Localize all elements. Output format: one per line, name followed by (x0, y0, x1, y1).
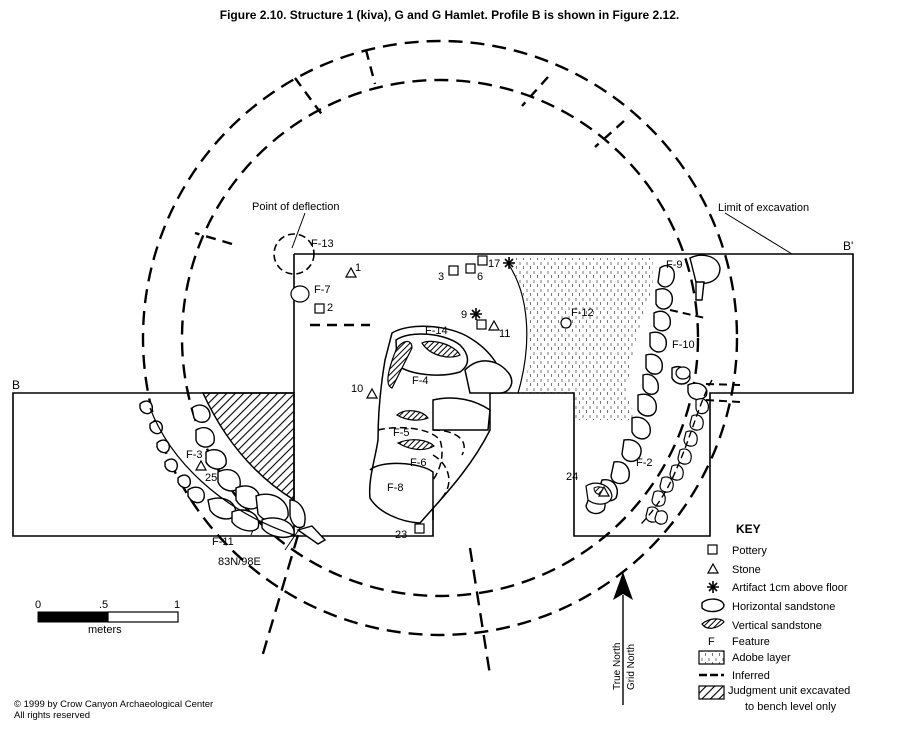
inner-wall-arc (149, 407, 295, 536)
num-2: 2 (327, 302, 333, 314)
artifact-asterisks (470, 257, 515, 320)
label-f8: F-8 (387, 482, 404, 494)
datum-label: 83N/98E (218, 556, 261, 568)
legend-f-glyph: F (708, 636, 715, 648)
num-1: 1 (355, 262, 361, 274)
legend-title: KEY (736, 522, 761, 536)
num-6: 6 (477, 271, 483, 283)
scale-tick-half: .5 (99, 599, 108, 611)
true-north-label: True North (612, 643, 623, 690)
f2-stones (645, 398, 709, 525)
legend-square-icon (707, 544, 718, 555)
pilaster-lines (194, 49, 625, 327)
num-17: 17 (488, 258, 500, 270)
legend-artifact: Artifact 1cm above floor (732, 582, 848, 594)
label-f12: F-12 (571, 307, 594, 319)
scale-tick-1: 1 (174, 599, 180, 611)
num-10: 10 (351, 383, 363, 395)
num-23: 23 (395, 529, 407, 541)
feature-f13-outline (273, 233, 315, 275)
legend-vertical-stone-icon (701, 618, 725, 629)
num-25: 25 (205, 472, 217, 484)
north-arrow-icon: True North Grid North (612, 572, 637, 705)
scale-bar: 0 .5 1 meters (35, 599, 180, 636)
legend: KEY Pottery Stone Artifact 1cm above flo… (698, 522, 850, 713)
outer-wall-ring (141, 39, 739, 637)
label-f14: F-14 (425, 325, 448, 337)
legend-vertical: Vertical sandstone (732, 620, 822, 632)
legend-pottery: Pottery (732, 545, 767, 557)
legend-asterisk-icon (707, 581, 719, 593)
num-9: 9 (461, 309, 467, 321)
num-3: 3 (438, 271, 444, 283)
legend-adobe: Adobe layer (732, 652, 791, 664)
vertical-sandstones (387, 340, 461, 451)
adobe-boundary (506, 261, 528, 394)
profile-b-left: B (12, 378, 20, 392)
west-wall-stones (139, 400, 327, 545)
label-f6: F-6 (410, 457, 427, 469)
legend-adobe-icon (698, 650, 725, 665)
num-24: 24 (566, 471, 578, 483)
east-dashed-ticks (669, 309, 741, 403)
copyright: © 1999 by Crow Canyon Archaeological Cen… (14, 699, 213, 721)
pottery-markers (314, 255, 488, 534)
label-f9: F-9 (666, 259, 683, 271)
scale-tick-0: 0 (35, 599, 41, 611)
legend-stone: Stone (732, 564, 761, 576)
label-f7: F-7 (314, 284, 331, 296)
point-of-deflection-label: Point of deflection (252, 201, 339, 213)
label-f13: F-13 (311, 238, 334, 250)
label-f5: F-5 (393, 427, 410, 439)
legend-hatch-icon (698, 685, 725, 700)
num-11: 11 (499, 328, 510, 340)
copyright-line-1: © 1999 by Crow Canyon Archaeological Cen… (14, 699, 214, 710)
adobe-layer (507, 258, 653, 420)
stone-markers (194, 266, 611, 497)
legend-horizontal-stone-icon (701, 598, 725, 613)
label-f11: F-11 (212, 536, 234, 548)
grid-north-label: Grid North (626, 644, 637, 690)
legend-inferred: Inferred (732, 670, 770, 682)
label-f3: F-3 (186, 449, 203, 461)
legend-feature: Feature (732, 636, 770, 648)
legend-judgment: Judgment unit excavated (728, 685, 850, 697)
label-f2: F-2 (636, 457, 653, 469)
ventilator-outline (260, 534, 492, 676)
legend-judgment-2: to bench level only (745, 701, 837, 713)
f2-outline (639, 379, 713, 526)
figure-title: Figure 2.10. Structure 1 (kiva), G and G… (219, 8, 680, 22)
scale-unit: meters (88, 624, 122, 636)
small-features (290, 285, 691, 380)
profile-b-right: B' (843, 239, 853, 253)
legend-triangle-icon (706, 562, 720, 574)
label-f4: F-4 (412, 375, 429, 387)
copyright-line-2: All rights reserved (14, 710, 91, 721)
central-feature-complex (368, 325, 513, 524)
legend-horizontal: Horizontal sandstone (732, 601, 835, 613)
limit-of-excavation-label: Limit of excavation (718, 202, 809, 214)
label-f10: F-10 (672, 339, 695, 351)
